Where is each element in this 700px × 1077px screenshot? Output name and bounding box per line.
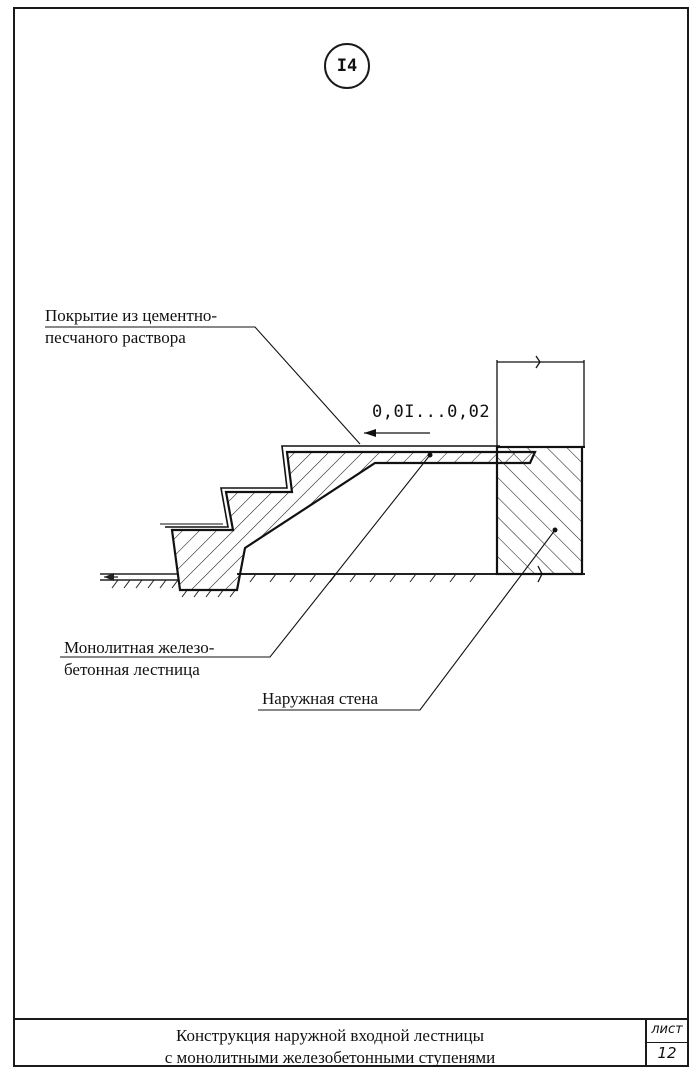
wall-label: Наружная стена [262,689,378,708]
ground-line [100,573,585,598]
stair-label-line2: бетонная лестница [64,660,200,679]
wall-break-lines [496,355,585,583]
title-line1: Конструкция наружной входной лестницы [175,1026,485,1045]
coating-label-line2: песчаного раствора [45,328,186,347]
coating-layer [165,445,500,528]
stair-label-line1: Монолитная железо- [64,638,215,657]
coating-leader [45,326,361,445]
exterior-wall [495,445,584,576]
slope-arrow [364,429,430,437]
sheet-number: 12 [657,1044,677,1062]
wall-leader [258,529,556,711]
title-block-hline [645,1042,687,1043]
title-text: Конструкция наружной входной лестницы с … [15,1025,645,1067]
slope-label: 0,0I...0,02 [372,402,491,422]
sheet-label: лист [651,1022,683,1037]
title-block: Конструкция наружной входной лестницы с … [15,1018,687,1067]
title-block-divider [645,1020,647,1067]
title-line2: с монолитными железобетонными ступенями [164,1048,496,1067]
drawing-frame [13,7,689,1067]
coating-label-line1: Покрытие из цементно- [45,306,218,325]
sheet-circle-number: I4 [324,43,370,89]
stair-leader [60,454,431,658]
